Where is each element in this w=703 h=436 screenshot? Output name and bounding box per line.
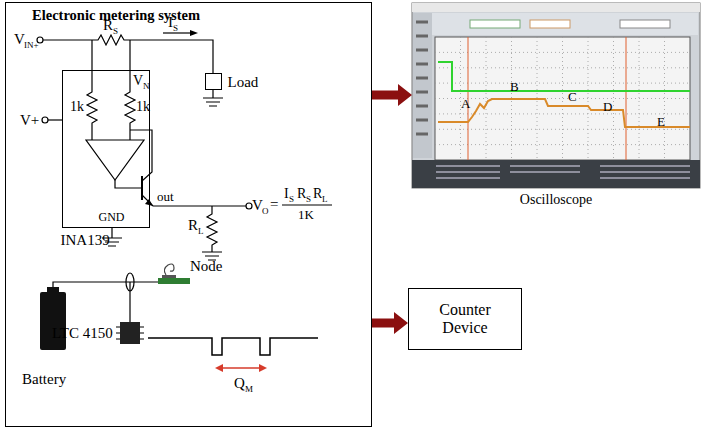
battery-cap (47, 287, 59, 292)
terminal-name: V+ (20, 113, 39, 128)
supply-wire (48, 119, 62, 120)
flow-arrow (372, 84, 412, 106)
pin-name: out (157, 190, 174, 203)
formula-symbol: I (284, 187, 289, 201)
formula-symbol: = (270, 197, 278, 212)
current-name: I (168, 15, 173, 30)
formula-symbol: R (297, 187, 306, 201)
flow-arrow (372, 312, 408, 334)
scope-toolbar (432, 13, 698, 35)
ic-pins (116, 327, 144, 339)
subscript: S (173, 24, 178, 33)
scope-control (620, 20, 670, 28)
subscript: O (262, 207, 269, 216)
load-box: Load (205, 73, 222, 90)
scope-frame (412, 3, 700, 188)
scope-menu-bar (412, 3, 700, 12)
chip-name: INA139 (61, 233, 110, 248)
period-arrow-head (215, 364, 223, 372)
sensor-node-chip (162, 275, 176, 278)
opamp-symbol (86, 140, 144, 180)
subscript: N (143, 82, 150, 91)
figure-caption: Oscilloscope (412, 193, 700, 207)
formula-symbol: R (313, 187, 322, 201)
orange-trace (438, 99, 690, 127)
subscript: S (289, 195, 294, 204)
subscript: IN+ (24, 41, 39, 50)
waveform-phase: A (461, 97, 470, 110)
oscilloscope-screen: Oscilloscope (412, 3, 700, 188)
subscript: M (245, 385, 253, 394)
green-trace (438, 62, 690, 91)
sensor-node-board (158, 278, 190, 284)
formula-denominator: 1K (298, 208, 314, 221)
resistor-name: R (103, 18, 113, 33)
counter-box: Counter Device (408, 288, 522, 350)
battery-symbol (40, 292, 66, 350)
waveform-phase: B (510, 80, 519, 93)
waveform-phase: C (568, 90, 577, 103)
period-arrow-head (259, 364, 267, 372)
scope-icons (416, 22, 428, 134)
scope-control (470, 20, 520, 28)
pulse-waveform (148, 338, 318, 355)
resistor-symbol (125, 40, 135, 140)
scope-info-panel (412, 160, 700, 188)
waveform-phase: D (603, 100, 612, 113)
resistor-symbol (87, 40, 97, 140)
signal-name: Q (234, 376, 245, 391)
subscript: S (306, 195, 311, 204)
waveform-phase: E (657, 115, 665, 128)
ic-symbol (120, 322, 140, 344)
pin-name: GND (99, 211, 125, 223)
scope-plot-area (435, 37, 690, 160)
scope-grid (435, 37, 690, 160)
antenna-symbol (164, 264, 174, 275)
sense-resistor-wire (43, 35, 213, 73)
formula-symbol: V (252, 198, 263, 213)
box-label: Counter Device (425, 301, 505, 338)
subscript: L (322, 195, 328, 204)
opamp-output-wire (115, 180, 142, 188)
scope-control (530, 20, 570, 28)
resistor-symbol (207, 206, 217, 252)
period-arrow (221, 367, 261, 369)
resistor-value: 1k (136, 100, 150, 114)
scope-readout (436, 166, 690, 178)
system-boundary: Electronic metering systemINA139GNDLoad (5, 2, 372, 427)
part-name: Battery (22, 372, 66, 387)
load-name: Load (228, 75, 259, 90)
scope-side-toolbar (413, 13, 432, 158)
amplifier-chip: INA139GND (62, 70, 150, 228)
fraction-bar (282, 204, 332, 205)
part-name: LTC 4150 (52, 326, 113, 341)
ground-symbol (203, 90, 223, 106)
output-terminal (246, 203, 252, 209)
current-arrow-head (190, 30, 198, 36)
resistor-name: R (188, 218, 198, 233)
battery-wire (53, 282, 158, 287)
resistor-value: 1k (70, 100, 84, 114)
node-voltage-name: V (133, 74, 143, 88)
supply-terminal (42, 117, 48, 123)
subscript: L (198, 227, 204, 236)
subscript: S (113, 27, 118, 36)
diagram-title: Electronic metering system (32, 8, 200, 23)
current-loop (126, 273, 134, 291)
part-name: Node (190, 259, 223, 274)
terminal-name: V (14, 32, 25, 47)
monitor-wire (129, 282, 130, 322)
